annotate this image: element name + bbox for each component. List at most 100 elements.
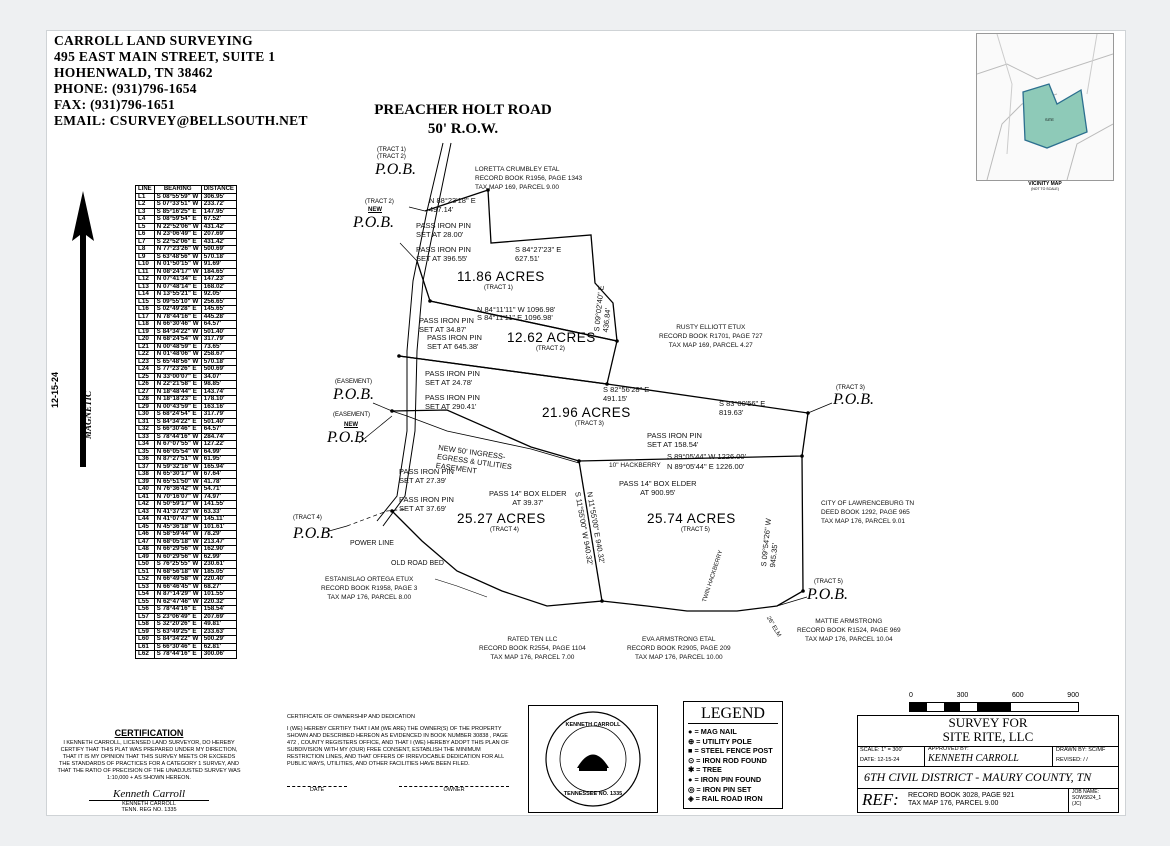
adjoiner-etux: RUSTY ELLIOTT ETUX RECORD BOOK R1701, PA… <box>659 323 763 350</box>
pob-leader-5 <box>321 525 348 534</box>
adjoiner-rated-record: RECORD BOOK R2554, PAGE 1104 <box>479 645 586 652</box>
title-ref-taxmap: TAX MAP 176, PARCEL 9.00 <box>908 800 999 807</box>
note-pin-158: PASS IRON PIN SET AT 158.54' <box>647 431 702 449</box>
survey-pins <box>390 188 810 603</box>
tract-1-name: (TRACT 1) <box>484 285 513 291</box>
title-job-name: SOWS524_1 <box>1072 795 1102 801</box>
road-edge-east <box>382 142 452 527</box>
pin-marker <box>605 382 609 386</box>
pin-marker <box>577 459 581 463</box>
pin-marker <box>428 299 432 303</box>
adjoiner-ortega-name: ESTANISLAO ORTEGA ETUX <box>325 576 414 583</box>
adjoiner-lawrenceburg-record: DEED BOOK 1292, PAGE 965 <box>821 509 910 516</box>
legend-fence-post: ■ = STEEL FENCE POST <box>688 746 773 756</box>
adjoiner-etux-map: TAX MAP 169, PARCEL 4.27 <box>668 342 753 349</box>
note-pin-24: PASS IRON PIN SET AT 24.78' <box>425 369 480 387</box>
seal-bottom-text: TENNESSEE NO. 1335 <box>563 791 623 797</box>
adjoiner-rated-name: RATED TEN LLC <box>507 636 558 643</box>
company-email: EMAIL: CSURVEY@BELLSOUTH.NET <box>54 113 308 128</box>
title-district: 6TH CIVIL DISTRICT - MAURY COUNTY, TN <box>864 770 1092 784</box>
pob-label-6: P.O.B. <box>833 391 875 408</box>
legend-iron-rod: ⊙ = IRON ROD FOUND <box>688 755 767 765</box>
pin-marker <box>486 188 490 192</box>
road-name: PREACHER HOLT ROAD <box>374 102 552 118</box>
adjoiner-lawrenceburg-name: CITY OF LAWRENCEBURG TN <box>821 500 915 507</box>
scale-tick: 300 <box>956 692 969 699</box>
ownership-date-label: DATE <box>287 786 347 793</box>
bearing-tract3-south-a: S 89°05'44" W 1226.00' <box>667 452 746 461</box>
ownership-title: CERTIFICATE OF OWNERSHIP AND DEDICATION <box>287 714 415 720</box>
course-table-header: LINE BEARING DISTANCE <box>135 185 237 194</box>
certification-body: I KENNETH CARROLL, LICENSED LAND SURVEYO… <box>57 740 241 781</box>
pob-label-3: P.O.B. <box>333 386 375 403</box>
legend-iron-pin-set: ◎ = IRON PIN SET <box>688 784 752 794</box>
pob-leader-3 <box>372 402 393 412</box>
pob-leader-6 <box>807 402 833 414</box>
seal-top-text: KENNETH CARROLL <box>565 722 621 728</box>
pin-marker <box>800 454 804 458</box>
note-pin-645: PASS IRON PIN SET AT 645.38' <box>427 333 482 351</box>
course-distance: 300.06' <box>200 650 237 659</box>
title-survey-for: SURVEY FOR <box>948 715 1028 730</box>
north-z-mark: Z <box>63 322 77 329</box>
adjoiner-crumbley-record: RECORD BOOK R1956, PAGE 1343 <box>475 175 583 182</box>
north-arrow: Z <box>63 191 94 467</box>
scale-tick: 0 <box>909 692 913 699</box>
note-pin-28: PASS IRON PIN SET AT 28.00' <box>416 221 471 239</box>
easement-tag-1: (EASEMENT) <box>335 379 373 385</box>
north-arrow-shape <box>72 191 94 467</box>
tract-1-acres: 11.86 ACRES <box>457 269 545 284</box>
vicinity-title: VICINITY MAP <box>1028 181 1062 187</box>
pob-leader-4 <box>358 415 393 444</box>
note-pin-290: PASS IRON PIN SET AT 290.41' <box>425 393 480 411</box>
road-label: PREACHER HOLT ROAD 50' R.O.W. <box>363 101 563 139</box>
legend-title: LEGEND <box>688 704 778 724</box>
vicinity-map: SITE <box>976 33 1114 181</box>
tract-3-name: (TRACT 3) <box>575 421 604 427</box>
tract-3-acres: 21.96 ACRES <box>542 405 631 420</box>
adjoiner-crumbley: LORETTA CRUMBLEY ETAL RECORD BOOK R1956,… <box>475 165 582 192</box>
title-ref-lines: RECORD BOOK 3028, PAGE 921 TAX MAP 176, … <box>908 792 1014 808</box>
note-elder-39: PASS 14" BOX ELDER AT 39.37' <box>489 489 567 507</box>
scale-ticks: 0 300 600 900 <box>909 692 1079 699</box>
adjoiner-crumbley-map: TAX MAP 169, PARCEL 9.00 <box>475 184 559 191</box>
title-revised: REVISED: / / <box>1056 757 1088 763</box>
easement-tag-2: (EASEMENT) <box>333 412 371 418</box>
adjoiner-eva: EVA ARMSTRONG ETAL RECORD BOOK R2905, PA… <box>627 635 731 662</box>
easement-line <box>391 410 580 464</box>
vicinity-site-label: SITE <box>1045 117 1054 122</box>
note-pin-396: PASS IRON PIN SET AT 396.55' <box>416 245 471 263</box>
adjoiner-etux-record: RECORD BOOK R1701, PAGE 727 <box>659 333 763 340</box>
survey-plat-sheet: CARROLL LAND SURVEYING 495 EAST MAIN STR… <box>46 30 1126 816</box>
pob-leader-7 <box>776 596 808 607</box>
pob-tract-2: (TRACT 2) <box>365 199 394 205</box>
ownership-block: CERTIFICATE OF OWNERSHIP AND DEDICATION … <box>287 714 509 793</box>
legend-rail-road-iron: ◈ = RAIL ROAD IRON <box>688 794 763 804</box>
pin-marker <box>600 599 604 603</box>
note-old-road: OLD ROAD BED <box>391 560 444 567</box>
company-fax: FAX: (931)796-1651 <box>54 97 176 112</box>
old-road-bed <box>434 578 488 598</box>
bearing-tract1-south: S 84°27'23" E 627.51' <box>515 245 562 263</box>
pin-marker <box>397 354 401 358</box>
plat-drawing <box>321 142 833 612</box>
adjoiner-eva-record: RECORD BOOK R2905, PAGE 209 <box>627 645 731 652</box>
certification-block: CERTIFICATION I KENNETH CARROLL, LICENSE… <box>57 728 241 813</box>
title-approved-label: APPROVED BY: <box>928 746 969 752</box>
bearing-tract1-2-b: S 84°11'11" E 1096.98' <box>477 313 553 322</box>
adjoiner-eva-map: TAX MAP 176, PARCEL 10.00 <box>635 654 723 661</box>
bearing-tract3-south-b: N 89°05'44" E 1226.00' <box>667 462 745 471</box>
pin-marker <box>615 339 619 343</box>
pob-tract-5: (TRACT 5) <box>814 579 843 585</box>
ownership-body: I (WE) HEREBY CERTIFY THAT I AM (WE ARE)… <box>287 726 509 767</box>
tract-4-acres: 25.27 ACRES <box>457 511 546 526</box>
bearing-north-line: N 88°23'18" E 497.14' <box>429 196 476 214</box>
title-scale: SCALE: 1" = 300' <box>860 747 903 753</box>
note-elder-900: PASS 14" BOX ELDER AT 900.95' <box>619 479 697 497</box>
pob-label-4: P.O.B. <box>327 429 369 446</box>
